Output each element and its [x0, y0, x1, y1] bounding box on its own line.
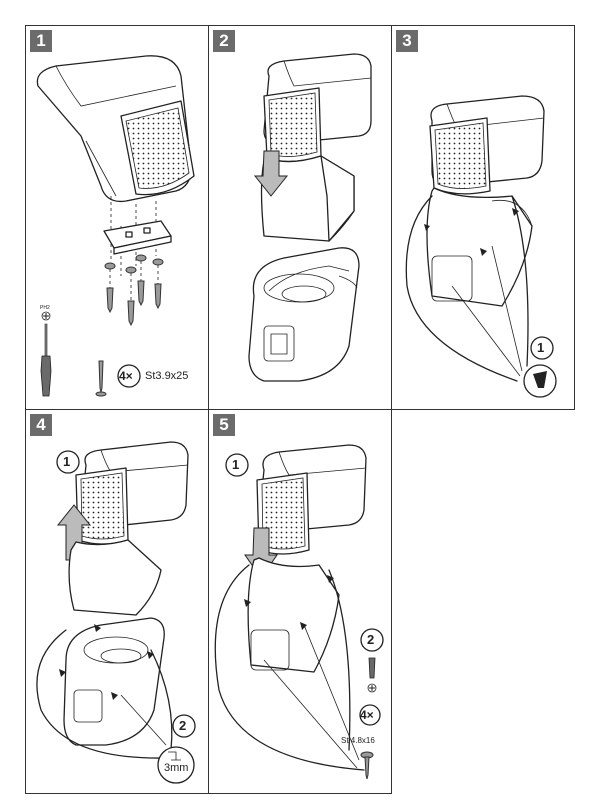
screw-spec: St 4.8x16: [341, 736, 375, 745]
callout-1: 1: [537, 340, 545, 355]
step-number: 1: [30, 30, 52, 52]
step-number: 3: [396, 30, 418, 52]
screw-count: 4×: [119, 369, 133, 383]
step-5-illustration: [214, 444, 384, 780]
step-3-illustration: [405, 95, 557, 398]
step-number: 4: [30, 414, 52, 436]
step-number: 2: [213, 30, 235, 52]
step-4-panel: 4 1 2 3mm: [25, 409, 209, 794]
callout-2: 2: [367, 632, 375, 647]
screw-spec: St3.9x25: [145, 370, 189, 382]
callout-1: 1: [232, 457, 240, 472]
step-3-panel: 3 1: [391, 25, 575, 410]
measure-label: 3mm: [164, 762, 189, 774]
step-number: 5: [213, 414, 235, 436]
callout-2: 2: [179, 718, 187, 733]
step-1-panel: 1: [25, 25, 209, 410]
step-2-panel: 2: [208, 25, 392, 410]
step-5-panel: 5 1 2 4× St 4.8x16: [208, 409, 392, 794]
step-2-illustration: [248, 53, 372, 382]
step-4-illustration: [36, 441, 196, 784]
screw-count: 4×: [360, 708, 374, 722]
tool-label: PH2: [40, 305, 50, 311]
callout-1: 1: [63, 454, 71, 469]
step-1-illustration: [36, 55, 195, 397]
